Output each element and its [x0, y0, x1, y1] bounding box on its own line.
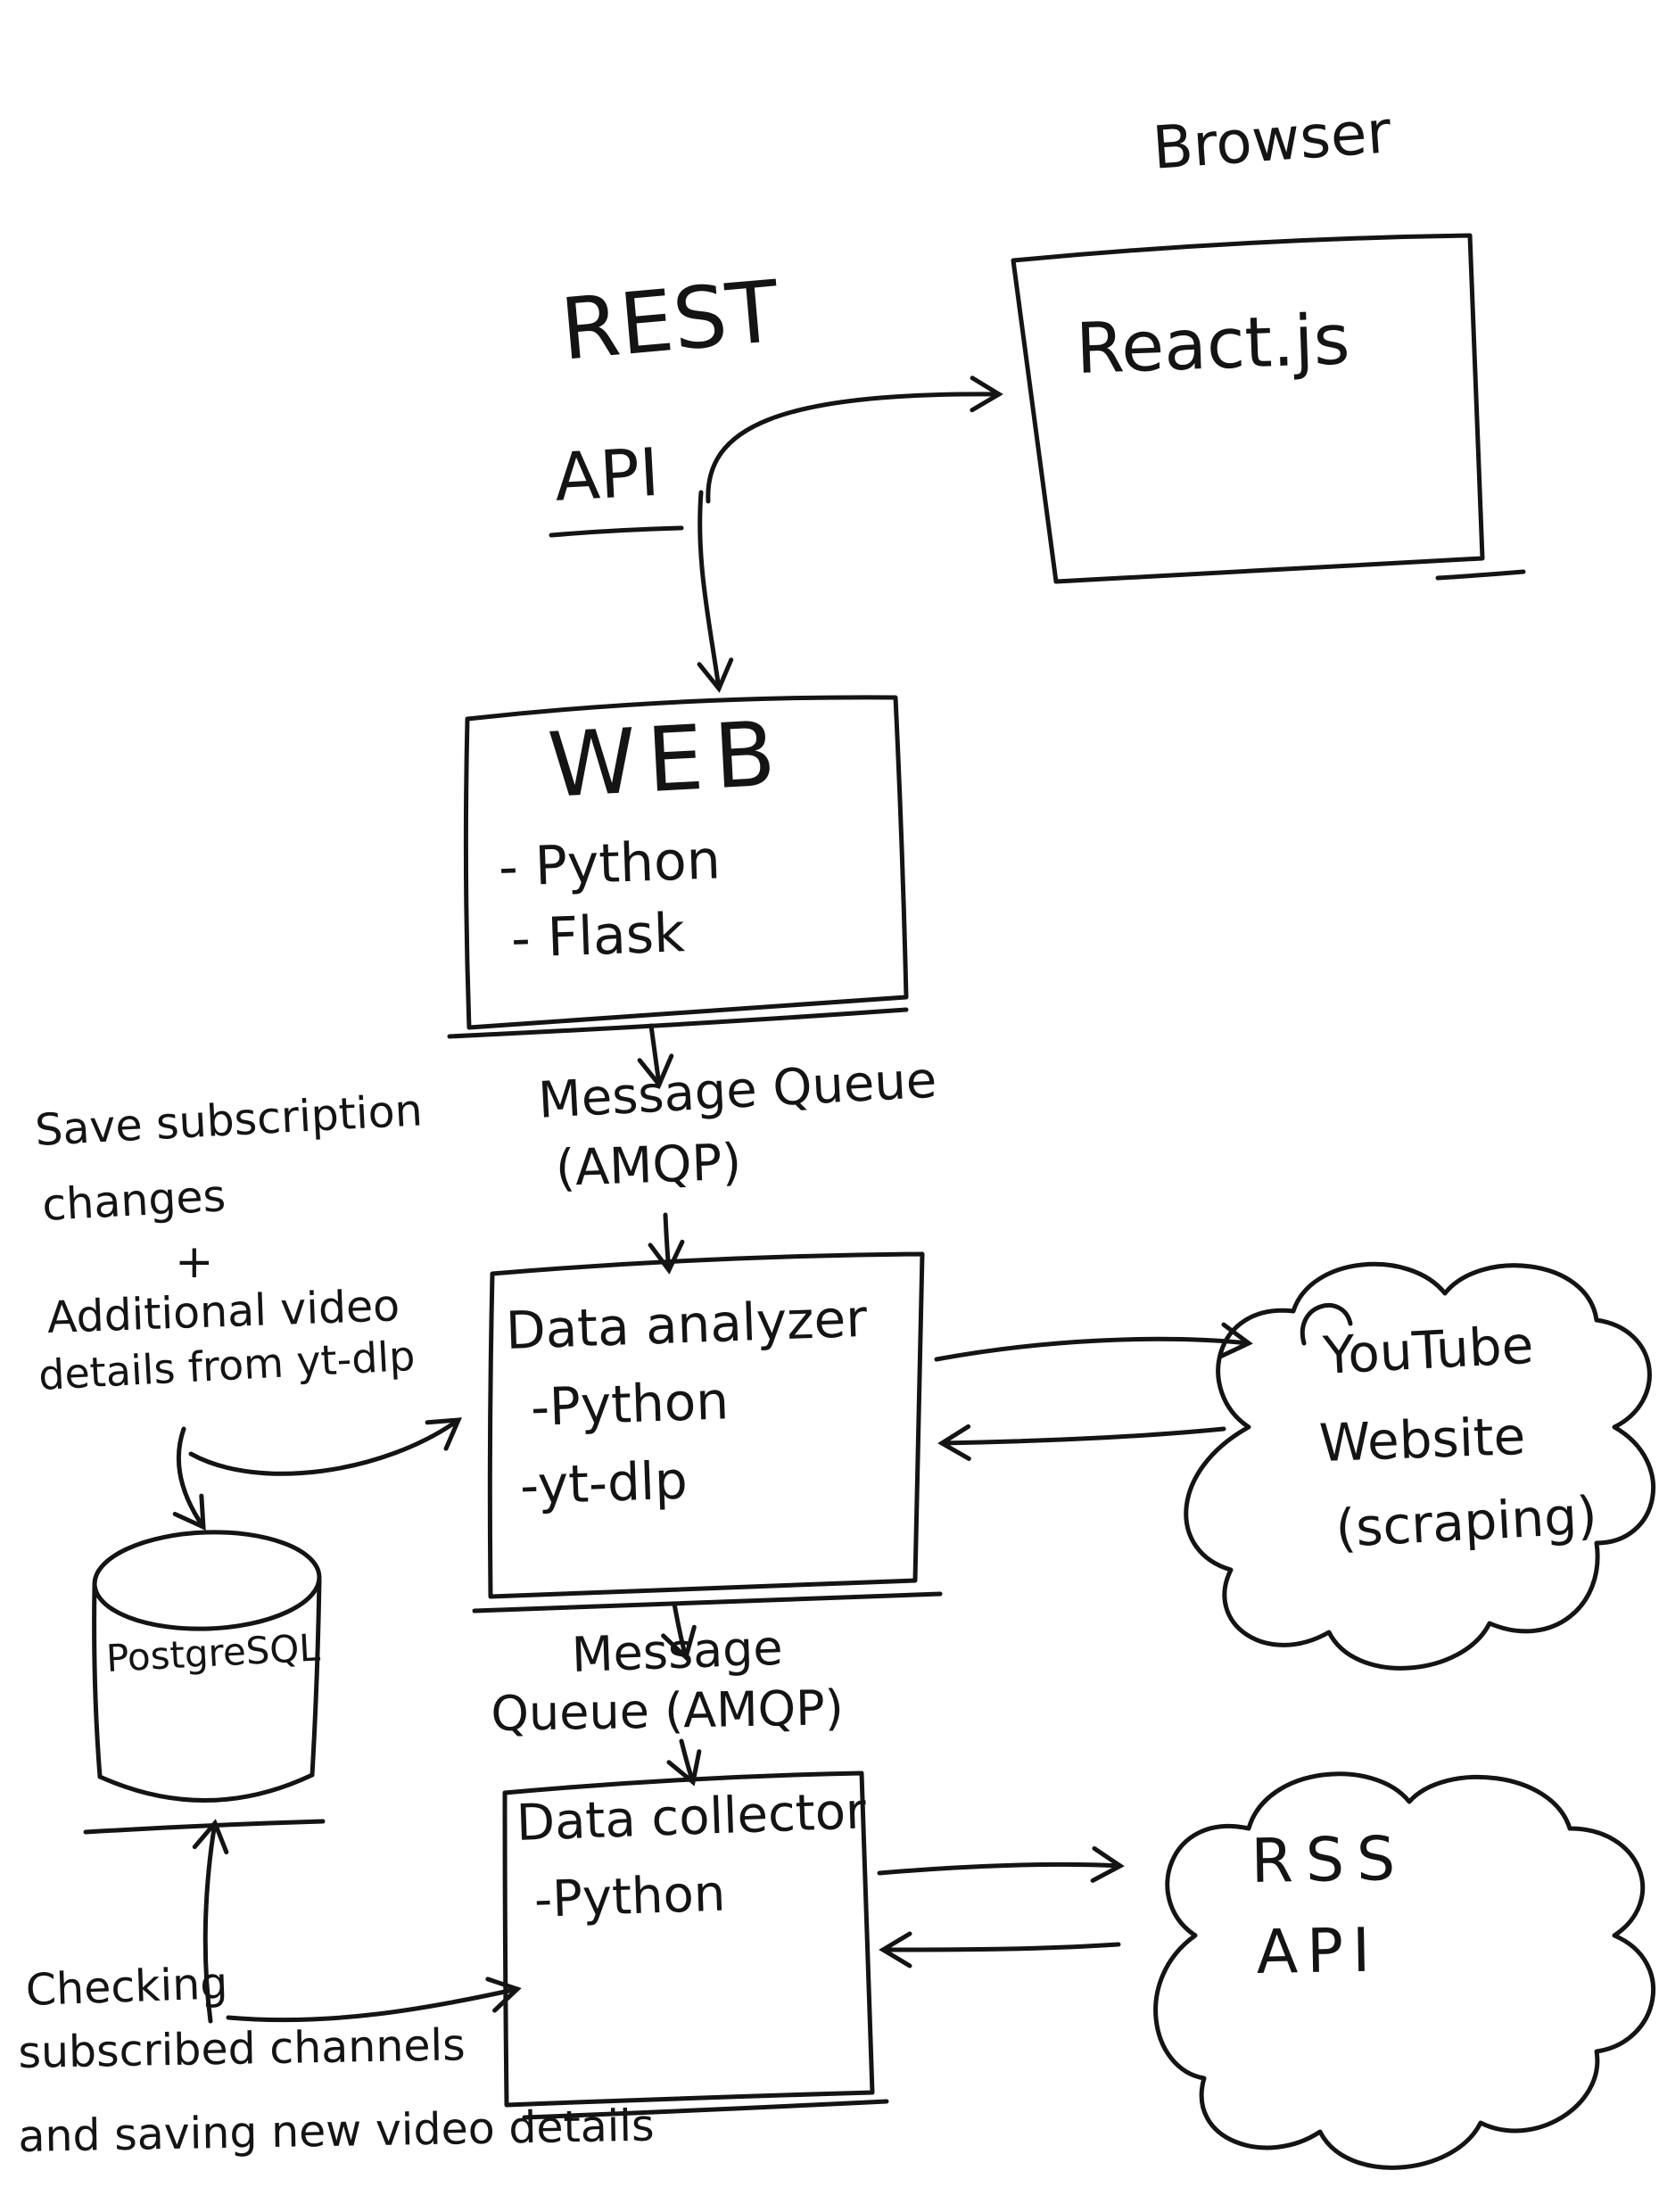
web-box-item-flask: - Flask [509, 902, 686, 970]
arrow-web-to-queue [637, 1023, 674, 1089]
save-note-line2: changes [40, 1170, 227, 1231]
arrow-rest-to-react [706, 376, 1003, 504]
message-queue-top-line2: (AMQP) [554, 1133, 743, 1198]
arrow-analyzer-to-queue2 [661, 1601, 697, 1662]
rest-api-label-line2: API [552, 433, 662, 516]
analyzer-box-item-ytdlp: -yt-dlp [518, 1449, 689, 1516]
rss-cloud-line1: RSS [1250, 1823, 1408, 1897]
arrow-checking-to-postgresql [192, 1819, 229, 2024]
youtube-cloud-line3: (scraping) [1333, 1484, 1599, 1559]
rest-api-label-line1: REST [557, 262, 783, 380]
collector-box-item-python: -Python [532, 1864, 727, 1929]
arrow-youtube-to-analyzer [937, 1424, 1226, 1461]
arrow-checking-to-collector [226, 1977, 522, 2023]
checking-note-line2: subscribed channels [17, 2019, 466, 2078]
browser-label: Browser [1150, 97, 1393, 183]
web-box-underline-stroke [447, 1007, 909, 1039]
message-queue-mid-line2: Queue (AMQP) [490, 1680, 845, 1742]
rss-cloud [1153, 1771, 1656, 2170]
arrow-rss-to-collector [879, 1931, 1121, 1969]
youtube-cloud-line1: YouTube [1321, 1314, 1535, 1386]
arrow-rest-to-web [697, 490, 734, 693]
arrow-collector-to-rss [877, 1845, 1125, 1883]
analyzer-box-title: Data analyzer [504, 1287, 869, 1361]
arrow-analyzer-to-youtube [934, 1322, 1253, 1362]
postgresql-cylinder [83, 1530, 326, 1835]
api-underline-stroke [549, 525, 684, 538]
collector-box [502, 1770, 875, 2108]
react-box-title: React.js [1074, 300, 1351, 390]
youtube-cloud-curl-stroke [1300, 1303, 1353, 1346]
youtube-cloud-line2: Website [1317, 1405, 1527, 1473]
react-box-overshoot-stroke [1435, 569, 1526, 581]
youtube-cloud [1184, 1261, 1656, 1671]
arrow-note-to-analyzer [188, 1417, 462, 1476]
save-note-plus: + [175, 1235, 214, 1289]
collector-box-underline-stroke [522, 2099, 889, 2120]
analyzer-box [487, 1251, 925, 1599]
web-box-title: WEB [545, 701, 789, 818]
collector-box-title: Data collector [515, 1782, 868, 1853]
save-note-line4: Additional video [45, 1280, 401, 1343]
arrow-note-to-postgresql [172, 1426, 206, 1531]
web-box-item-python: - Python [497, 829, 722, 899]
analyzer-box-item-python: -Python [529, 1370, 730, 1438]
message-queue-mid-line1: Message [570, 1619, 784, 1683]
checking-note-line3: and saving new video details [17, 2100, 656, 2162]
web-box [463, 695, 909, 1030]
checking-note-line1: Checking [24, 1958, 229, 2016]
rss-cloud-line2: API [1255, 1915, 1380, 1988]
analyzer-box-underline-stroke [472, 1591, 943, 1614]
react-box [1011, 233, 1485, 584]
arrow-queue-to-analyzer [648, 1212, 685, 1275]
arrow-queue2-to-collector [666, 1738, 702, 1787]
